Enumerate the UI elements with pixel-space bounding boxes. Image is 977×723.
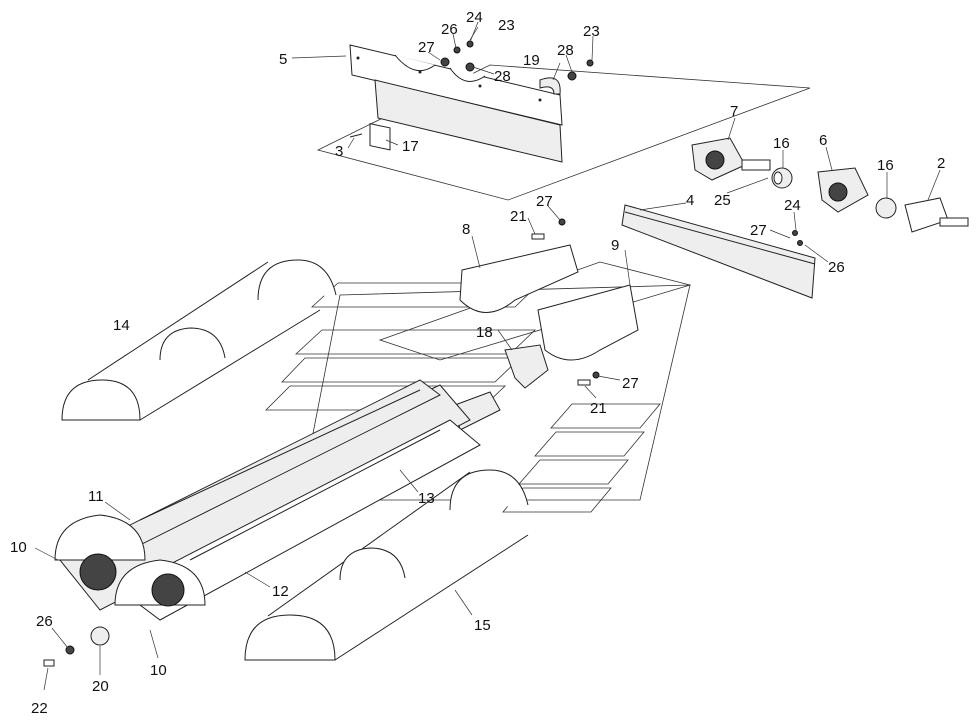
callout-labels: 5 27 26 24 23 28 19 28 23 3 17 7 16 6 16… — [10, 9, 945, 717]
leader-lines — [34, 21, 941, 691]
gearbox-7 — [691, 137, 771, 181]
callout-23: 23 — [498, 17, 515, 34]
cover-15 — [244, 469, 529, 661]
callout-27: 27 — [418, 39, 435, 56]
callout-3: 3 — [335, 143, 343, 160]
callout-18: 18 — [476, 324, 493, 341]
bracket-9 — [537, 284, 639, 361]
callout-26: 26 — [828, 259, 845, 276]
callout-16: 16 — [773, 135, 790, 152]
callout-26: 26 — [441, 21, 458, 38]
callout-16: 16 — [877, 157, 894, 174]
bearing-16-a — [771, 167, 793, 189]
callout-4: 4 — [686, 192, 694, 209]
bolts-21-27 — [531, 218, 803, 386]
callout-10: 10 — [10, 539, 27, 556]
bottom-hardware — [43, 626, 110, 667]
callout-27: 27 — [750, 222, 767, 239]
bearing-16-b — [875, 197, 897, 219]
callout-19: 19 — [523, 52, 540, 69]
callout-13: 13 — [418, 490, 435, 507]
upper-cover-plate — [349, 44, 563, 163]
shaft-2 — [904, 197, 969, 233]
gearbox-6 — [817, 167, 869, 213]
bracket-8 — [459, 244, 579, 313]
callout-17: 17 — [402, 138, 419, 155]
callout-5: 5 — [279, 51, 287, 68]
callout-24: 24 — [466, 9, 483, 26]
callout-26: 26 — [36, 613, 53, 630]
callout-8: 8 — [462, 221, 470, 238]
callout-15: 15 — [474, 617, 491, 634]
callout-21: 21 — [510, 208, 527, 225]
callout-22: 22 — [31, 700, 48, 717]
top-hardware — [349, 40, 594, 138]
callout-6: 6 — [819, 132, 827, 149]
callout-24: 24 — [784, 197, 801, 214]
callout-27: 27 — [536, 193, 553, 210]
callout-21: 21 — [590, 400, 607, 417]
auger-assembly — [54, 379, 481, 621]
callout-20: 20 — [92, 678, 109, 695]
callout-12: 12 — [272, 583, 289, 600]
callout-28: 28 — [557, 42, 574, 59]
callout-23: 23 — [583, 23, 600, 40]
callout-10: 10 — [150, 662, 167, 679]
callout-7: 7 — [730, 103, 738, 120]
cover-14 — [61, 259, 337, 421]
callout-2: 2 — [937, 155, 945, 172]
callout-9: 9 — [611, 237, 619, 254]
callout-14: 14 — [113, 317, 130, 334]
bar-4 — [621, 204, 816, 299]
callout-25: 25 — [714, 192, 731, 209]
callout-27: 27 — [622, 375, 639, 392]
callout-28: 28 — [494, 68, 511, 85]
callout-11: 11 — [88, 488, 104, 505]
